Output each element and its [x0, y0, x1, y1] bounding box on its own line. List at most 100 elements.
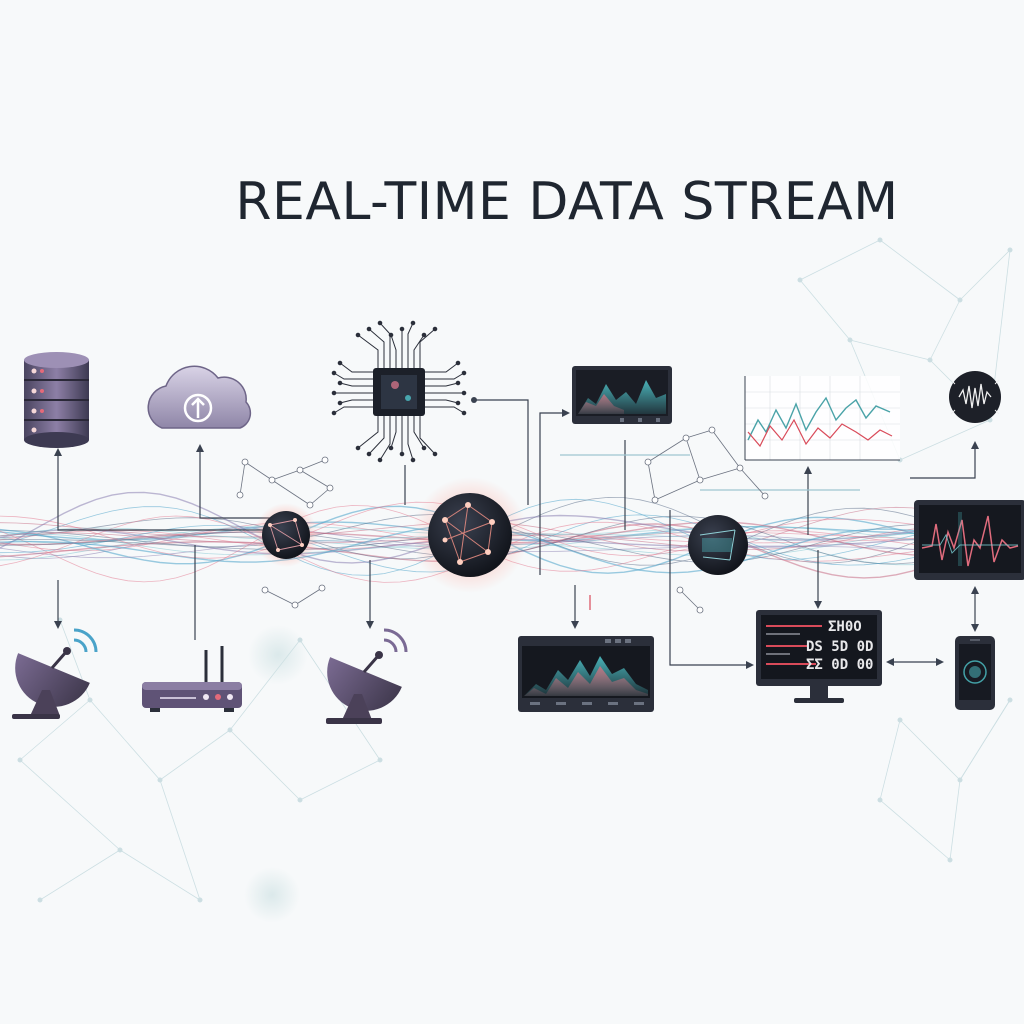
- mesh-link: [929, 299, 961, 361]
- chip-trace: [407, 322, 414, 368]
- mesh-link: [19, 759, 121, 851]
- soft-glow-node: [244, 867, 300, 923]
- mesh-link: [879, 239, 961, 301]
- chip-trace: [425, 406, 465, 414]
- mesh-link: [119, 849, 201, 901]
- mesh-link: [159, 729, 231, 781]
- chip-pin: [366, 451, 372, 457]
- mesh-node: [37, 897, 43, 903]
- mesh-node: [227, 727, 233, 733]
- chip-trace: [419, 328, 436, 368]
- chip-pin: [432, 326, 438, 332]
- mesh-link: [849, 339, 931, 361]
- cluster-link: [271, 469, 301, 481]
- mesh-node: [957, 297, 963, 303]
- cluster-link: [739, 467, 766, 497]
- chip-pin: [388, 332, 394, 338]
- chip-pin: [355, 332, 361, 338]
- monitor-readout: DS 5D 0D: [806, 639, 873, 655]
- page-title: REAL-TIME DATA STREAM: [235, 172, 899, 232]
- cluster-node: [318, 584, 326, 592]
- mesh-node: [957, 777, 963, 783]
- node-cluster: [236, 426, 769, 614]
- cluster-node: [268, 476, 276, 484]
- smartphone-icon: [955, 636, 995, 710]
- mesh-link: [899, 419, 991, 461]
- cluster-link: [699, 467, 741, 481]
- chip-pin: [455, 360, 461, 366]
- mesh-node: [87, 697, 93, 703]
- chip-pin: [337, 380, 343, 386]
- cluster-link: [244, 461, 273, 481]
- cluster-node: [761, 492, 769, 500]
- chip-pin: [355, 445, 361, 451]
- cluster-link: [685, 429, 713, 439]
- background-network-mesh: [17, 237, 1013, 903]
- chip-pin: [421, 445, 427, 451]
- mesh-link: [19, 699, 91, 761]
- cluster-node: [682, 434, 690, 442]
- cluster-link: [711, 429, 741, 469]
- router-icon: [142, 646, 242, 712]
- chip-pin: [331, 390, 337, 396]
- chip-pin: [461, 390, 467, 396]
- mesh-node: [17, 757, 23, 763]
- chip-pin: [410, 457, 416, 463]
- cluster-node: [676, 586, 684, 594]
- mesh-node: [377, 757, 383, 763]
- mesh-node: [897, 717, 903, 723]
- network-node-icon: [254, 503, 318, 567]
- chip-trace: [390, 334, 397, 368]
- mesh-link: [959, 699, 1011, 781]
- processor-chip-icon: [331, 320, 467, 463]
- cluster-node: [236, 491, 244, 499]
- cluster-node: [696, 476, 704, 484]
- cluster-link: [271, 479, 311, 506]
- mesh-node: [117, 847, 123, 853]
- connector-lines: [54, 397, 979, 669]
- cluster-link: [294, 587, 323, 606]
- chip-trace: [425, 399, 459, 404]
- cluster-node: [291, 601, 299, 609]
- soft-glow-node: [248, 625, 308, 685]
- mesh-node: [877, 237, 883, 243]
- cluster-node: [321, 456, 329, 464]
- mesh-link: [229, 729, 301, 801]
- cluster-node: [651, 496, 659, 504]
- chip-pin: [337, 400, 343, 406]
- cluster-node: [708, 426, 716, 434]
- waveform-monitor-icon: [914, 500, 1024, 580]
- chip-pin: [421, 332, 427, 338]
- chip-trace: [333, 372, 373, 380]
- chip-pin: [337, 360, 343, 366]
- chip-pin: [399, 451, 405, 457]
- cluster-link: [239, 461, 246, 496]
- cluster-node: [326, 484, 334, 492]
- mesh-link: [799, 279, 851, 341]
- mesh-link: [159, 779, 201, 901]
- mesh-link: [949, 779, 961, 861]
- cluster-link: [654, 479, 701, 501]
- mesh-link: [879, 719, 901, 801]
- dashboard-icon: [518, 636, 654, 712]
- mesh-link: [959, 249, 1011, 301]
- cloud-upload-icon: [147, 365, 252, 429]
- mesh-node: [1007, 697, 1013, 703]
- cluster-link: [679, 589, 701, 611]
- chip-trace: [357, 416, 379, 449]
- chip-pin: [366, 326, 372, 332]
- cluster-node: [296, 466, 304, 474]
- chip-pin: [377, 320, 383, 326]
- cluster-link: [685, 437, 701, 481]
- chip-pin: [410, 320, 416, 326]
- mesh-link: [39, 849, 121, 901]
- chip-trace: [339, 399, 373, 404]
- mesh-link: [899, 719, 961, 781]
- mesh-link: [299, 759, 381, 801]
- mesh-node: [927, 357, 933, 363]
- monitor-readout: ΣΣ 0D 00: [806, 657, 873, 673]
- cluster-link: [299, 469, 331, 489]
- chip-pin: [432, 451, 438, 457]
- line-chart-icon: [744, 376, 900, 461]
- chip-pin: [461, 370, 467, 376]
